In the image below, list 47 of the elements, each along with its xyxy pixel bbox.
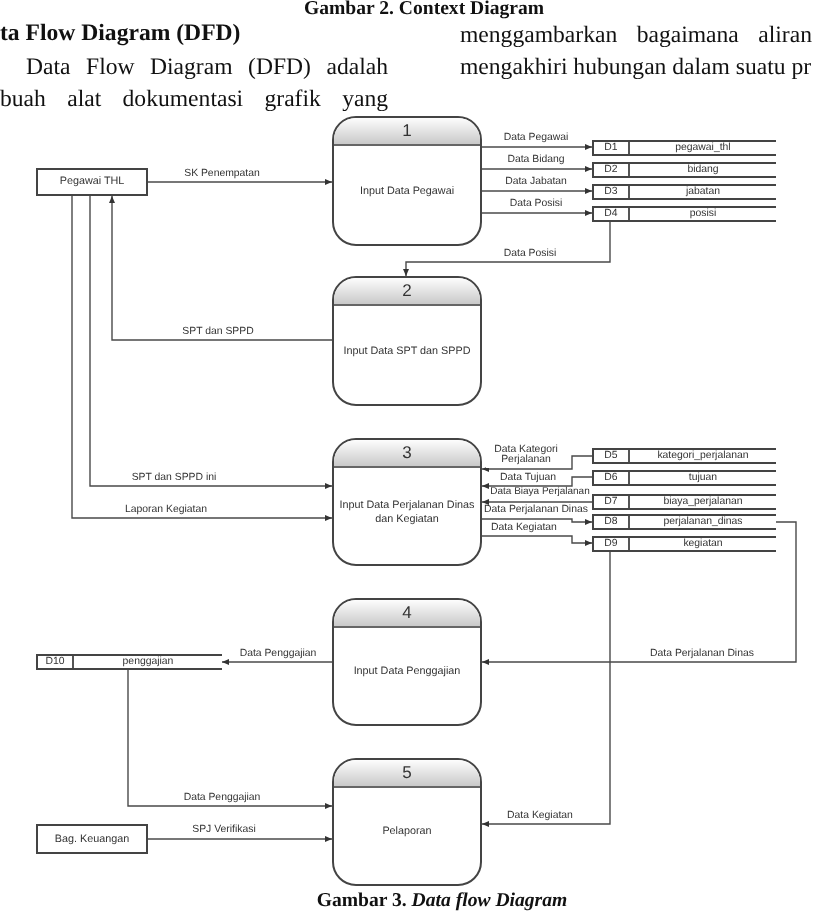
process-box bbox=[332, 438, 482, 566]
flow-arrow bbox=[147, 835, 333, 843]
flow-arrow bbox=[481, 535, 593, 547]
flow-arrow bbox=[127, 669, 333, 810]
flow-arrow bbox=[481, 498, 593, 506]
flow-arrow bbox=[481, 187, 593, 195]
process-box bbox=[332, 598, 482, 726]
flow-arrow bbox=[89, 195, 333, 490]
process-box bbox=[332, 758, 482, 886]
flow-arrow bbox=[71, 195, 333, 522]
paragraph-text: mengakhiri hubungan dalam suatu pr bbox=[460, 49, 812, 82]
data-store bbox=[592, 494, 776, 510]
paragraph-text: Data Flow Diagram (DFD) adalah buah alat dokumentasi grafik yang bbox=[0, 49, 388, 114]
flow-arrow bbox=[481, 521, 797, 666]
process-number: 1 bbox=[334, 118, 480, 146]
flow-arrow bbox=[221, 658, 333, 666]
data-store bbox=[592, 514, 776, 530]
flow-arrow bbox=[481, 165, 593, 173]
process-box bbox=[332, 116, 482, 246]
flow-arrow bbox=[481, 455, 593, 473]
figure-caption: Gambar 2. Context Diagram bbox=[303, 0, 545, 19]
data-store bbox=[592, 161, 776, 177]
flow-arrow bbox=[481, 550, 611, 828]
process-number: 3 bbox=[334, 440, 480, 468]
external-entity bbox=[36, 824, 148, 854]
data-store bbox=[592, 183, 776, 199]
figure-caption: Gambar 3. Data flow Diagram bbox=[316, 892, 568, 913]
flow-arrow bbox=[481, 143, 593, 151]
paragraph-text: menggambarkan bagaimana aliran bbox=[460, 19, 812, 50]
flow-arrow bbox=[108, 195, 333, 341]
flow-arrow bbox=[147, 178, 333, 186]
flow-arrow bbox=[481, 476, 593, 490]
data-store bbox=[592, 448, 776, 464]
data-store bbox=[592, 139, 776, 155]
external-entity bbox=[36, 168, 148, 196]
data-store bbox=[36, 654, 222, 670]
flow-arrow bbox=[481, 209, 593, 217]
data-store bbox=[592, 469, 776, 485]
flow-arrow bbox=[402, 220, 611, 277]
data-store bbox=[592, 205, 776, 221]
section-heading: ta Flow Diagram (DFD) bbox=[0, 16, 241, 49]
process-number: 4 bbox=[334, 600, 480, 628]
process-number: 5 bbox=[334, 760, 480, 788]
process-number: 2 bbox=[334, 278, 480, 306]
data-store bbox=[592, 535, 776, 551]
process-box bbox=[332, 276, 482, 406]
flow-arrow bbox=[481, 518, 593, 526]
